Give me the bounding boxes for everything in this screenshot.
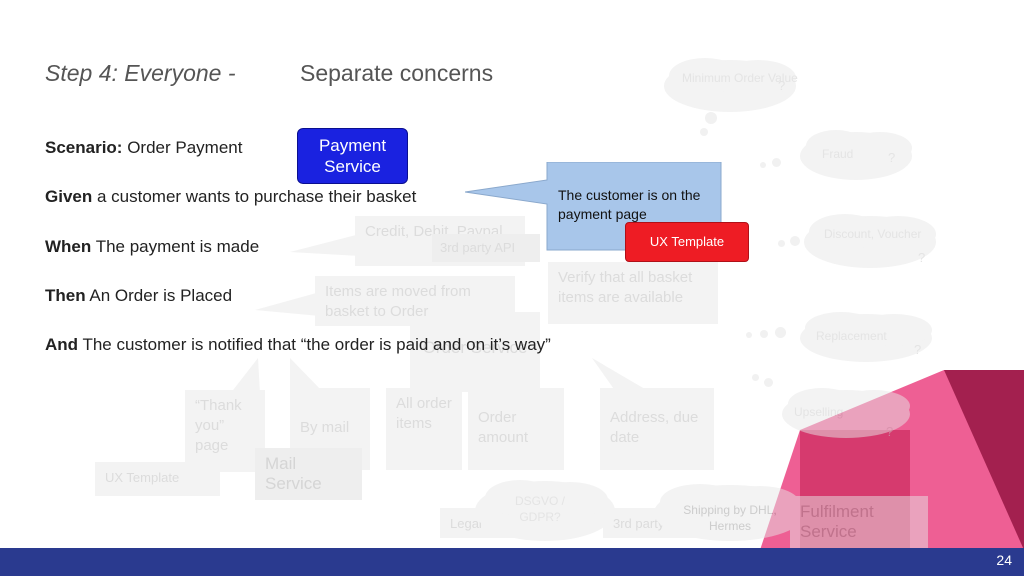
thought-dot: [700, 128, 708, 136]
page-number: 24: [996, 552, 1012, 568]
thought-dot: [760, 330, 768, 338]
upselling-question: ?: [886, 424, 893, 439]
and-line: And The customer is notified that “the o…: [45, 335, 551, 355]
given-keyword: Given: [45, 187, 92, 206]
items-pointer: [255, 290, 320, 320]
thought-dot: [705, 112, 717, 124]
thought-dot: [752, 374, 759, 381]
replacement-question: ?: [914, 342, 921, 357]
given-text: a customer wants to purchase their baske…: [92, 187, 416, 206]
then-text: An Order is Placed: [86, 286, 232, 305]
shipping-text: Shipping by DHL, Hermes: [670, 502, 790, 534]
footer-bar: 24: [0, 548, 1024, 576]
when-line: When The payment is made: [45, 237, 259, 257]
thought-dot: [790, 236, 800, 246]
fraud-question: ?: [888, 150, 895, 165]
given-line: Given a customer wants to purchase their…: [45, 187, 416, 207]
thought-dot: [746, 332, 752, 338]
address-pointer: [592, 358, 652, 392]
thought-dot: [778, 240, 785, 247]
mail-service-card: Mail Service: [255, 448, 362, 500]
fulfilment-service-card: Fulfilment Service: [790, 496, 928, 548]
thought-dot: [764, 378, 773, 387]
then-keyword: Then: [45, 286, 86, 305]
discount-question: ?: [918, 250, 925, 265]
fraud-text: Fraud: [822, 146, 853, 162]
payment-service-card: Payment Service: [297, 128, 408, 184]
all-order-items-card: All order items: [386, 388, 462, 470]
scenario-text: Order Payment: [122, 138, 242, 157]
min-order-question: ?: [778, 78, 785, 93]
verify-items-card: Verify that all basket items are availab…: [548, 262, 718, 324]
slide-title: Separate concerns: [300, 60, 493, 87]
thank-you-card: “Thank you” page: [185, 390, 265, 472]
thought-dot: [772, 158, 781, 167]
discount-text: Discount, Voucher: [824, 226, 921, 242]
thank-you-pointer: [230, 358, 270, 394]
thought-dot: [775, 327, 786, 338]
step-title: Step 4: Everyone -: [45, 60, 236, 87]
and-text: The customer is notified that “the order…: [78, 335, 551, 354]
address-due-card: Address, due date: [600, 388, 714, 470]
upselling-text: Upselling: [794, 404, 843, 420]
by-mail-pointer: [285, 358, 325, 392]
callout-text: The customer is on the payment page: [558, 186, 718, 224]
scenario-keyword: Scenario:: [45, 138, 122, 157]
credit-pointer: [290, 230, 360, 260]
items-moved-card: Items are moved from basket to Order: [315, 276, 515, 326]
gdpr-text: DSGVO / GDPR?: [505, 493, 575, 525]
fraud-cloud: [796, 128, 916, 184]
ux-template-red-card: UX Template: [625, 222, 749, 262]
order-amount-card: Order amount: [468, 388, 564, 470]
when-keyword: When: [45, 237, 91, 256]
replacement-text: Replacement: [816, 328, 887, 344]
thought-dot: [760, 162, 766, 168]
then-line: Then An Order is Placed: [45, 286, 232, 306]
scenario-line: Scenario: Order Payment: [45, 138, 242, 158]
when-text: The payment is made: [91, 237, 259, 256]
ux-template-grey-card: UX Template: [95, 462, 220, 496]
and-keyword: And: [45, 335, 78, 354]
